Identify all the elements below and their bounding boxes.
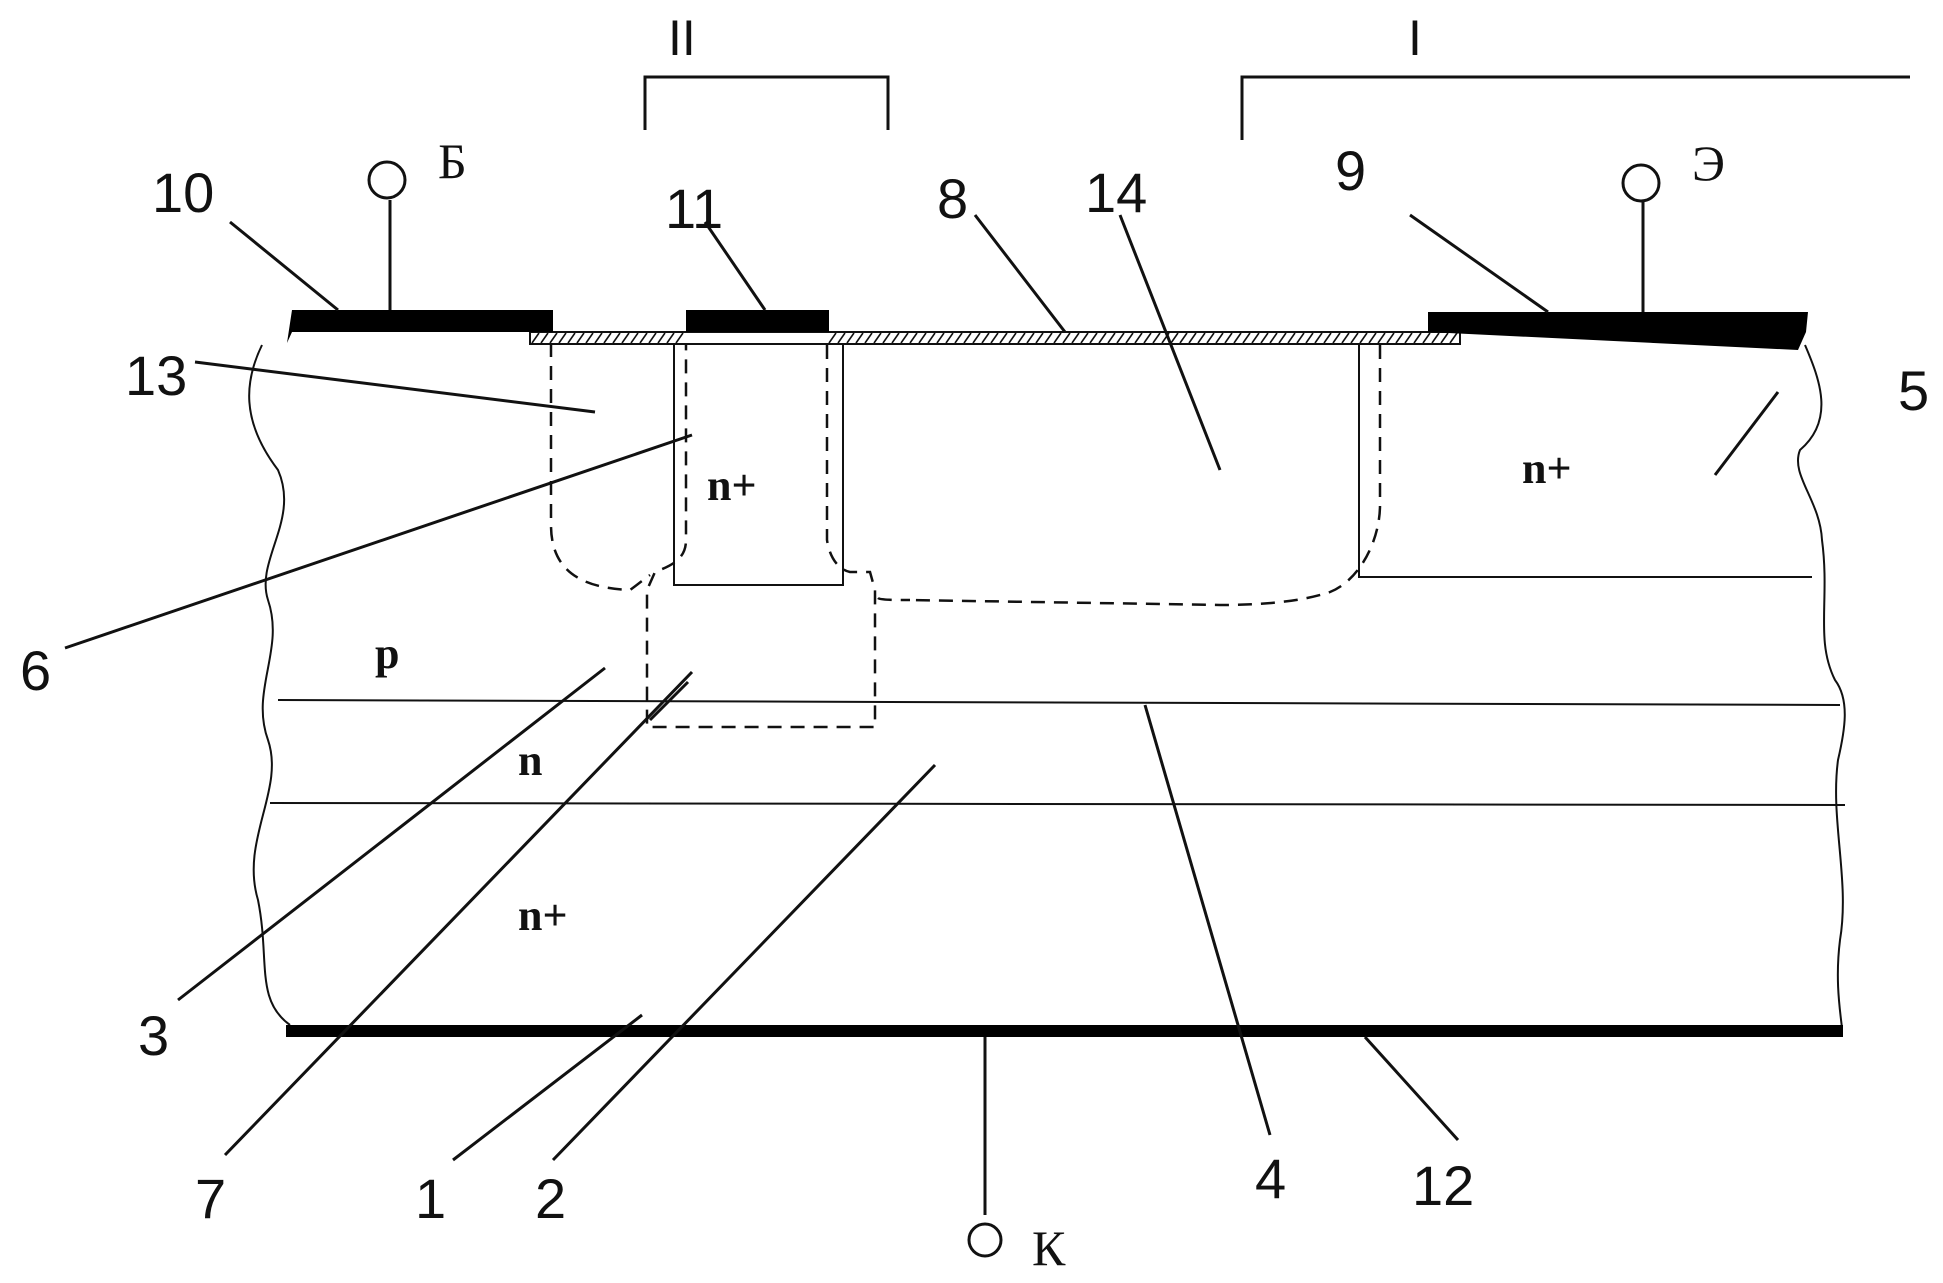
collector-terminal: [969, 1224, 1001, 1256]
substrate-right-edge: [1798, 345, 1845, 1028]
bracket-II: [645, 77, 888, 130]
base-terminal: [369, 162, 405, 198]
n-plus-pocket-dashes-right: [647, 345, 875, 727]
bracket-II-label: II: [668, 10, 696, 66]
leader-3: [178, 668, 605, 1000]
bracket-I-label: I: [1408, 10, 1422, 66]
collector-terminal-label: К: [1032, 1220, 1066, 1276]
callout-6: 6: [20, 639, 51, 702]
emitter-n-plus-region: [1359, 343, 1812, 577]
region-p: p: [375, 629, 399, 678]
callout-9: 9: [1335, 139, 1366, 202]
callout-13: 13: [125, 344, 187, 407]
callout-10: 10: [152, 161, 214, 224]
leader-6: [65, 435, 692, 648]
p-n-boundary: [278, 700, 1840, 705]
depletion-link: [878, 598, 910, 600]
leader-7: [225, 672, 692, 1155]
leader-4: [1145, 705, 1270, 1135]
callout-8: 8: [937, 167, 968, 230]
leader-13: [195, 362, 595, 412]
base-terminal-label: Б: [438, 133, 467, 189]
region-n-plus-pocket: n+: [707, 461, 757, 510]
emitter-terminal-label: Э: [1692, 135, 1725, 191]
leader-10: [230, 222, 338, 310]
n-plus-pocket: [674, 345, 843, 585]
callout-5: 5: [1898, 359, 1929, 422]
base-contact-10: [287, 310, 553, 343]
emitter-terminal: [1623, 165, 1659, 201]
callout-3: 3: [138, 1004, 169, 1067]
bracket-I: [1242, 77, 1910, 140]
emitter-contact-9: [1428, 312, 1808, 350]
leader-12: [1365, 1037, 1458, 1140]
leader-8: [975, 215, 1065, 332]
callout-7: 7: [195, 1167, 226, 1230]
leader-5: [1715, 392, 1778, 475]
region-n-plus-substrate: n+: [518, 891, 568, 940]
field-electrode-11: [686, 310, 829, 332]
callout-2: 2: [535, 1167, 566, 1230]
substrate-left-edge: [249, 345, 290, 1025]
region-n: n: [518, 736, 542, 785]
callout-12: 12: [1412, 1154, 1474, 1217]
region-n-plus-emitter: n+: [1522, 444, 1572, 493]
n-nplus-boundary: [270, 803, 1845, 805]
emitter-depletion-boundary: [910, 345, 1380, 605]
callout-11: 11: [665, 177, 723, 240]
leader-9: [1410, 215, 1548, 312]
collector-contact-12: [286, 1025, 1843, 1037]
leader-2: [553, 765, 935, 1160]
callout-4: 4: [1255, 1147, 1286, 1210]
callout-1: 1: [415, 1167, 446, 1230]
callout-14: 14: [1085, 161, 1147, 224]
